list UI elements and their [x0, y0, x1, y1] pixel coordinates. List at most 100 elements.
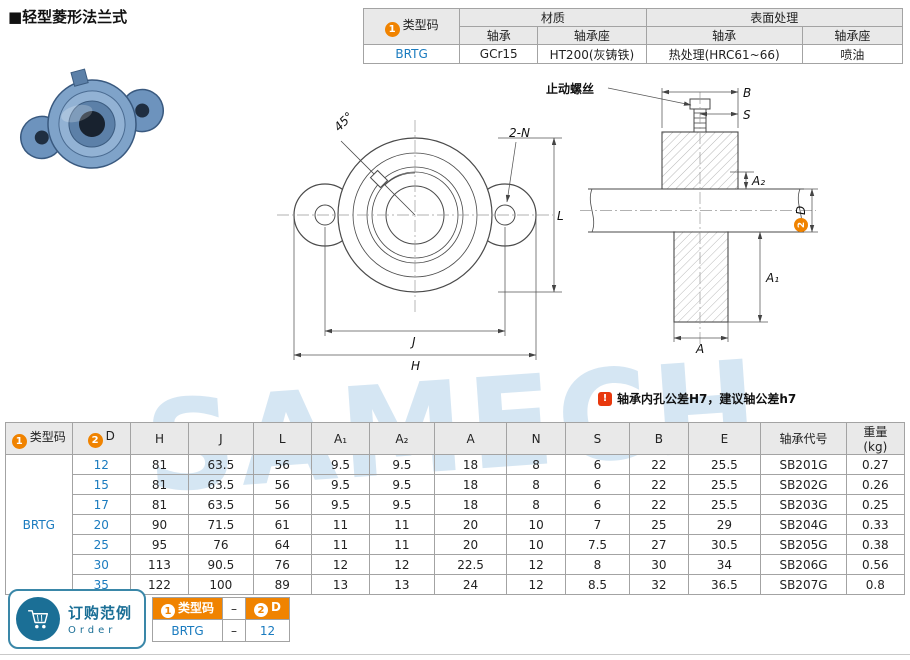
spec-cell: 36.5	[687, 574, 762, 595]
circled-2-icon: 2	[254, 603, 269, 618]
spec-cell: 76	[188, 534, 254, 555]
spec-cell: 9.5	[369, 494, 435, 515]
spec-cell: 18	[433, 474, 508, 495]
bearing-subheader: 轴承	[459, 26, 539, 45]
housing-surface-value: 喷油	[801, 44, 904, 64]
spec-cell: 61	[252, 514, 312, 535]
set-screw	[70, 68, 89, 87]
spec-cell: 56	[252, 494, 312, 515]
circled-1-icon: 1	[11, 434, 27, 449]
spec-cell: 9.5	[369, 454, 435, 475]
spec-cell: 0.27	[845, 454, 906, 475]
spec-header-b: B	[629, 422, 689, 455]
side-view-drawing: B S A₂ 2 D A₁	[580, 86, 818, 356]
bolt-hole-right	[135, 103, 150, 118]
spec-cell: 81	[129, 474, 190, 495]
dimension-A: A	[673, 322, 729, 356]
set-screw-label: 止动螺丝	[546, 82, 595, 96]
spec-cell: 63.5	[188, 494, 254, 515]
spec-cell: 18	[433, 454, 508, 475]
spec-cell: 0.38	[845, 534, 906, 555]
spec-cell: 9.5	[310, 474, 371, 495]
dim-a2-label: A₂	[751, 174, 765, 188]
spec-cell: SB206G	[760, 554, 847, 575]
alert-icon: !	[598, 391, 612, 406]
spec-header-n: N	[506, 422, 566, 455]
dim-d-label: D	[794, 206, 808, 215]
spec-cell: SB207G	[760, 574, 847, 595]
circled-2-icon	[794, 218, 808, 232]
spec-cell: 7.5	[564, 534, 631, 555]
spec-cell: 22	[629, 474, 689, 495]
spec-cell: SB204G	[760, 514, 847, 535]
spec-cell: 25.5	[687, 494, 762, 515]
order-dash: –	[222, 619, 247, 642]
dimension-D: 2 D	[794, 188, 818, 233]
dimension-L: L	[498, 137, 564, 293]
angle-label: 45°	[331, 109, 356, 134]
spec-cell: 64	[252, 534, 312, 555]
spec-header-l: L	[252, 422, 312, 455]
dim-j-label: J	[410, 335, 416, 349]
bore	[79, 111, 105, 137]
spec-cell: 12	[506, 554, 566, 575]
circled-1-icon: 1	[384, 22, 400, 37]
spec-cell: 10	[506, 534, 566, 555]
cart-icon	[16, 597, 60, 641]
spec-cell: 90	[129, 514, 190, 535]
dimension-A1: A₁	[728, 231, 779, 323]
order-title: 订购范例	[68, 604, 133, 622]
page-title: ■轻型菱形法兰式	[8, 8, 128, 26]
spec-d: 15	[71, 474, 131, 495]
spec-cell: 56	[252, 454, 312, 475]
dimension-B: B	[661, 86, 751, 128]
bearing-surface-value: 热处理(HRC61~66)	[645, 44, 803, 64]
spec-row: 25 95 76 64 11 11 20 10 7.5 27 30.5 SB20…	[6, 534, 906, 555]
spec-cell: 12	[369, 554, 435, 575]
front-view-drawing: 45° 2-N L J H	[277, 109, 564, 373]
circled-1-icon: 1	[161, 604, 175, 619]
spec-row: 30 113 90.5 76 12 12 22.5 12 8 30 34 SB2…	[6, 554, 906, 575]
tolerance-note-text: 轴承内孔公差H7，建议轴公差h7	[617, 392, 797, 406]
spec-row: 15 81 63.5 56 9.5 9.5 18 8 6 22 25.5 SB2…	[6, 474, 906, 495]
dimension-A2: A₂	[730, 171, 765, 190]
spec-cell: 8	[564, 554, 631, 575]
spec-cell: 81	[129, 494, 190, 515]
spec-cell: 0.33	[845, 514, 906, 535]
spec-cell: 34	[687, 554, 762, 575]
spec-cell: 18	[433, 494, 508, 515]
hole-label: 2-N	[509, 126, 530, 140]
spec-cell: 81	[129, 454, 190, 475]
spec-d: 30	[71, 554, 131, 575]
spec-cell: 11	[310, 514, 371, 535]
highlight	[61, 104, 93, 123]
spec-cell: 6	[564, 474, 631, 495]
spec-cell: 32	[629, 574, 689, 595]
spec-d: 17	[71, 494, 131, 515]
spec-cell: 13	[310, 574, 371, 595]
product-photo	[20, 68, 164, 169]
spec-cell: 22	[629, 454, 689, 475]
spec-cell: 6	[564, 494, 631, 515]
spec-cell: 63.5	[188, 474, 254, 495]
spec-cell: 27	[629, 534, 689, 555]
spec-cell: 11	[310, 534, 371, 555]
spec-cell: 25.5	[687, 454, 762, 475]
order-example-box: 订购范例 Order	[8, 589, 146, 649]
surface-header: 表面处理	[645, 8, 903, 27]
spec-cell: 22	[629, 494, 689, 515]
spec-cell: 12	[310, 554, 371, 575]
spec-cell: 12	[506, 574, 566, 595]
bolt-hole-left	[34, 130, 49, 145]
bottom-divider	[0, 654, 910, 655]
housing-subheader: 轴承座	[801, 26, 904, 45]
spec-cell: 11	[369, 534, 435, 555]
spec-cell: 30.5	[687, 534, 762, 555]
